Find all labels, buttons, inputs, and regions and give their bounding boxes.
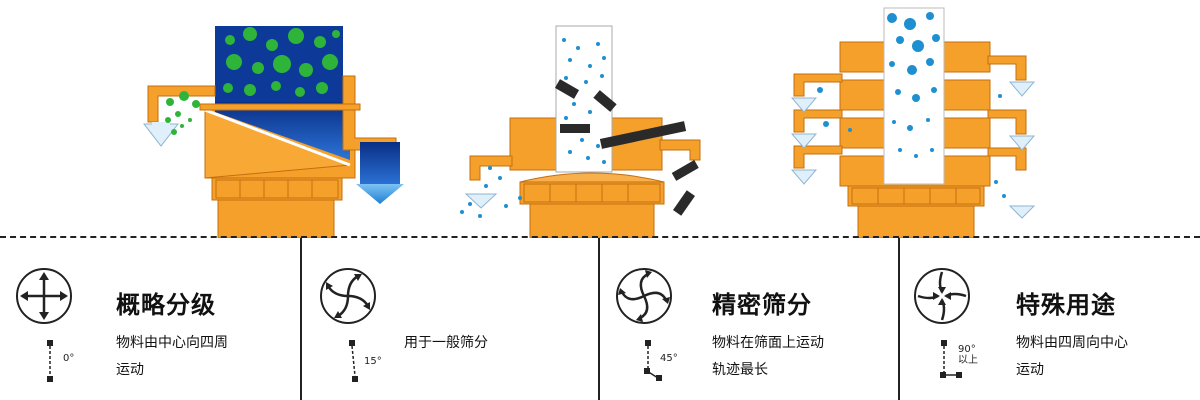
panel-general-sieving: 15° 用于一般筛分 — [302, 238, 598, 400]
desc-line: 物料由中心向四周 — [116, 335, 228, 351]
panel-description: 物料在筛面上运动 轨迹最长 — [712, 330, 824, 384]
panel-title: 概略分级 — [116, 291, 216, 319]
angle-label: 15° — [364, 356, 382, 367]
vertical-weights-icon — [47, 340, 53, 382]
panel-coarse-grading: 0° 概略分级 物料由中心向四周 运动 — [0, 238, 300, 400]
inward-arrows-icon — [914, 268, 970, 324]
angle-line: 以上 — [958, 355, 978, 366]
desc-line: 运动 — [116, 362, 144, 378]
dashed-divider — [0, 236, 1200, 238]
panel-separator — [598, 238, 600, 400]
desc-line: 用于一般筛分 — [404, 335, 488, 351]
panel-separator — [898, 238, 900, 400]
angle-label: 0° — [63, 353, 75, 364]
general-sieve-machine — [460, 25, 701, 238]
angle-label: 45° — [660, 353, 678, 364]
panel-description: 物料由中心向四周 运动 — [116, 330, 228, 384]
grading-machine — [142, 26, 404, 238]
panel-title: 特殊用途 — [1016, 291, 1116, 319]
horizontal-weights-icon — [940, 340, 962, 378]
desc-line: 轨迹最长 — [712, 362, 768, 378]
four-way-arrows-icon — [16, 268, 72, 324]
desc-line: 物料由四周向中心 — [1016, 335, 1128, 351]
angle-line: 90° — [958, 344, 976, 355]
sieve-illustrations — [142, 7, 1036, 238]
panel-separator — [300, 238, 302, 400]
pinwheel-arrows-icon — [320, 268, 376, 324]
precise-sieve-machine — [790, 7, 1036, 238]
panel-description: 用于一般筛分 — [404, 330, 488, 357]
spiral-arrows-icon — [616, 268, 672, 324]
panel-description: 物料由四周向中心 运动 — [1016, 330, 1128, 384]
desc-line: 运动 — [1016, 362, 1044, 378]
panel-title: 精密筛分 — [712, 291, 812, 319]
panel-precise-sieving: 45° 精密筛分 物料在筛面上运动 轨迹最长 — [600, 238, 898, 400]
panel-special-use: 90° 以上 特殊用途 物料由四周向中心 运动 — [900, 238, 1200, 400]
desc-line: 物料在筛面上运动 — [712, 335, 824, 351]
tilted-weights-icon — [349, 340, 358, 382]
angled-weights-icon — [644, 340, 662, 381]
angle-label: 90° 以上 — [958, 344, 978, 366]
